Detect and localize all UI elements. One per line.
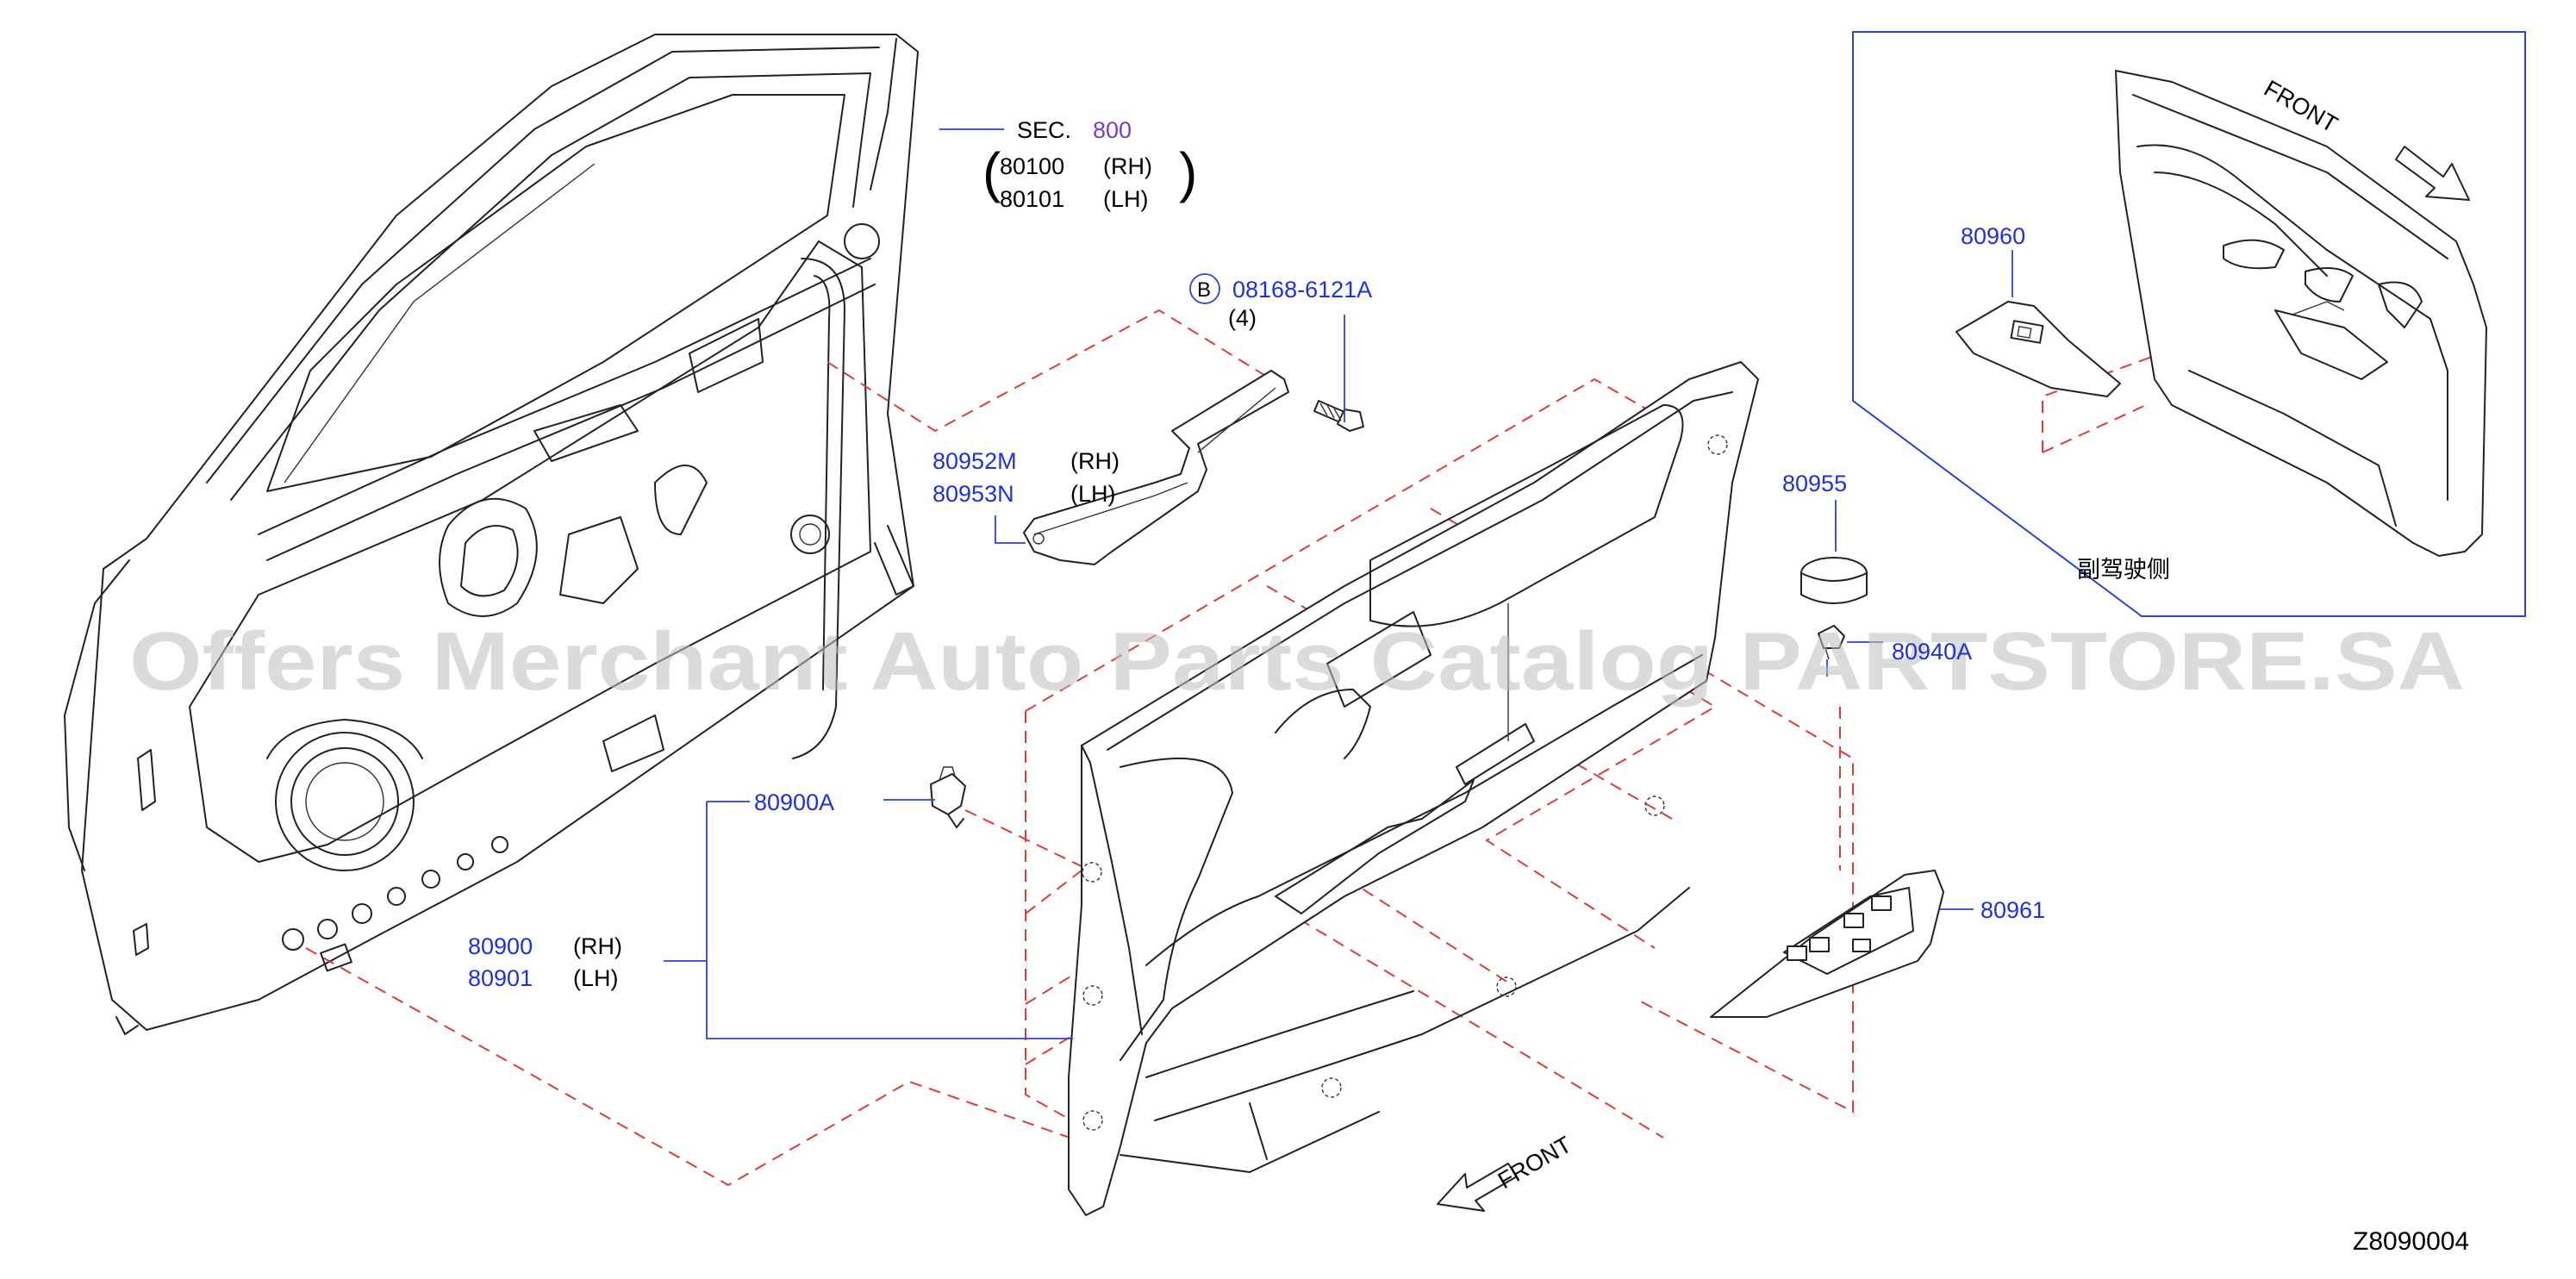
switch-panel-part[interactable] <box>1710 870 1944 1018</box>
inset-switch-part-number[interactable]: 80960 <box>1961 223 2025 249</box>
trim-lh-part-number[interactable]: 80901 <box>468 965 533 991</box>
bracket-lh-part-number[interactable]: 80953N <box>932 481 1014 507</box>
cap-part[interactable] <box>1800 557 1868 604</box>
diagram-code: Z8090004 <box>2353 1227 2469 1256</box>
bolt-marker: B <box>1197 278 1211 302</box>
trim-rh-side: (RH) <box>573 933 622 959</box>
bracket-lh-side: (LH) <box>1070 481 1116 507</box>
door-trim-panel-illustration[interactable] <box>1068 361 1759 1216</box>
clip2-part-number[interactable]: 80940A <box>1892 639 1972 664</box>
bolt-quantity: (4) <box>1228 305 1257 331</box>
small-clip-part[interactable] <box>1818 625 1845 660</box>
switch-panel-part-number[interactable]: 80961 <box>1980 897 2045 923</box>
trim-rh-part-number[interactable]: 80900 <box>468 933 533 959</box>
sec-label: SEC. <box>1017 117 1071 143</box>
bolt-part[interactable] <box>1313 400 1364 432</box>
door-frame-illustration <box>64 34 919 1035</box>
paren-open: ( <box>982 141 1001 203</box>
paren-close: ) <box>1179 141 1197 203</box>
door-rh-side: (RH) <box>1103 153 1152 179</box>
trim-lh-side: (LH) <box>573 965 619 991</box>
inset-switch-part[interactable] <box>1955 301 2121 397</box>
bracket-rh-part-number[interactable]: 80952M <box>932 448 1017 474</box>
door-lh-side: (LH) <box>1103 186 1149 212</box>
front-direction-arrow-main <box>1437 1163 1518 1212</box>
inset-door-panel-illustration[interactable] <box>2115 70 2487 557</box>
door-lh-part-number: 80101 <box>1000 186 1064 212</box>
trim-clip-part[interactable] <box>930 766 966 828</box>
leader-lines <box>664 128 2013 1039</box>
front-direction-arrow-inset <box>2395 146 2470 201</box>
trim-bracket-part[interactable] <box>1023 370 1289 565</box>
bracket-rh-side: (RH) <box>1070 448 1120 474</box>
watermark-text: Offers Merchant Auto Parts Catalog PARTS… <box>129 615 2465 708</box>
inset-caption: 副驾驶侧 <box>2077 557 2170 583</box>
sec-number-link[interactable]: 800 <box>1093 117 1132 143</box>
bolt-part-number[interactable]: 08168-6121A <box>1232 277 1372 303</box>
cap-part-number[interactable]: 80955 <box>1782 471 1847 496</box>
front-label-main: FRONT <box>1494 1132 1576 1194</box>
door-rh-part-number: 80100 <box>1000 153 1064 179</box>
passenger-side-inset-frame <box>1852 31 2526 617</box>
clip-part-number[interactable]: 80900A <box>754 789 834 815</box>
